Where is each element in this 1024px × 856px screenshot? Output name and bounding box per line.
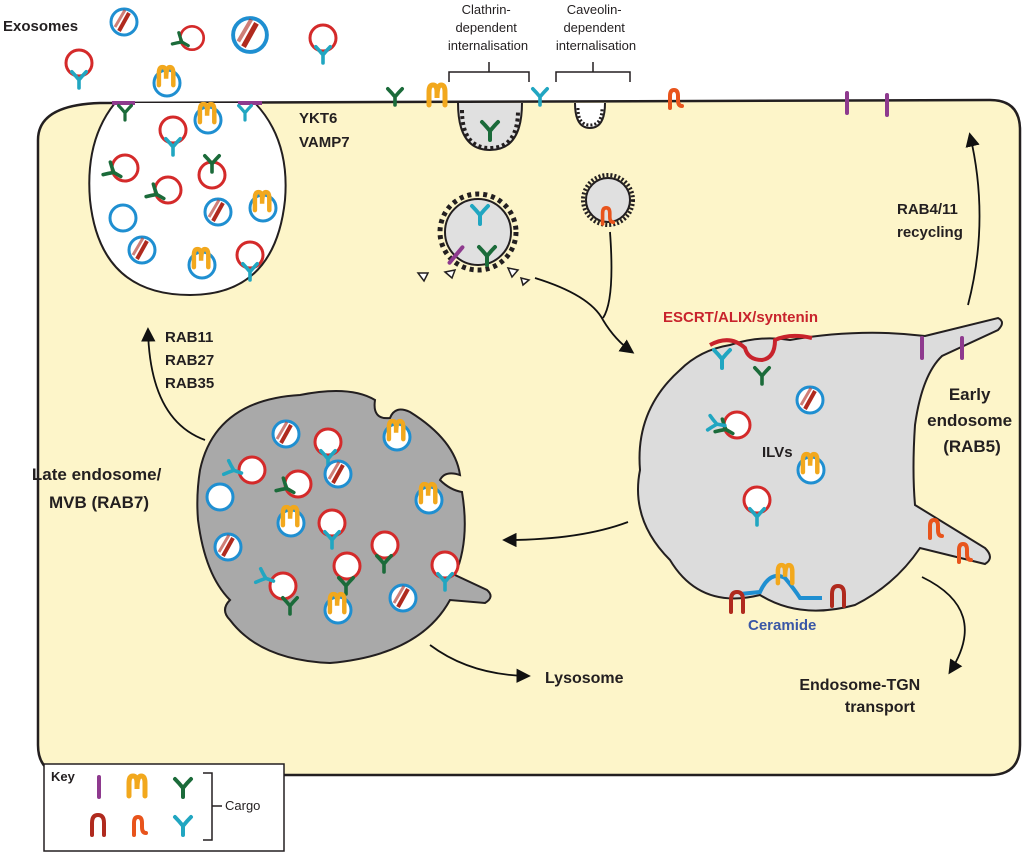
fusing-mvb [88, 101, 287, 297]
key-cargo-label: Cargo [225, 798, 260, 813]
early-endosome [637, 316, 1003, 614]
late-endosome-label: Late endosome/ MVB (RAB7) [32, 465, 166, 512]
key-box: Key Cargo [43, 763, 285, 852]
ceramide-label: Ceramide [748, 617, 816, 634]
late-endosome-mvb [196, 390, 492, 665]
clathrin-pit [457, 87, 550, 152]
escrt-label: ESCRT/ALIX/syntenin [663, 309, 818, 326]
internalisation-brackets [448, 62, 631, 82]
ilvs-label: ILVs [762, 444, 793, 461]
secretion-rabs-label: RAB11 RAB27 RAB35 [165, 329, 218, 392]
arrows [141, 132, 981, 683]
exosomes-label: Exosomes [3, 18, 78, 35]
clathrin-coated-vesicle [416, 191, 531, 287]
tgn-transport-label: Endosome-TGN transport [799, 677, 924, 716]
key-title: Key [51, 769, 76, 784]
caveolin-pit [574, 102, 606, 130]
released-exosomes [66, 7, 336, 96]
caveolin-vesicle [581, 173, 635, 227]
caveolin-label: Caveolin- dependent internalisation [556, 2, 636, 53]
fusion-proteins-label: YKT6 VAMP7 [299, 110, 350, 151]
early-endosome-label: Early endosome (RAB5) [927, 385, 1017, 456]
recycling-label: RAB4/11 recycling [897, 201, 963, 241]
clathrin-label: Clathrin- dependent internalisation [448, 2, 528, 53]
lysosome-label: Lysosome [545, 670, 624, 687]
